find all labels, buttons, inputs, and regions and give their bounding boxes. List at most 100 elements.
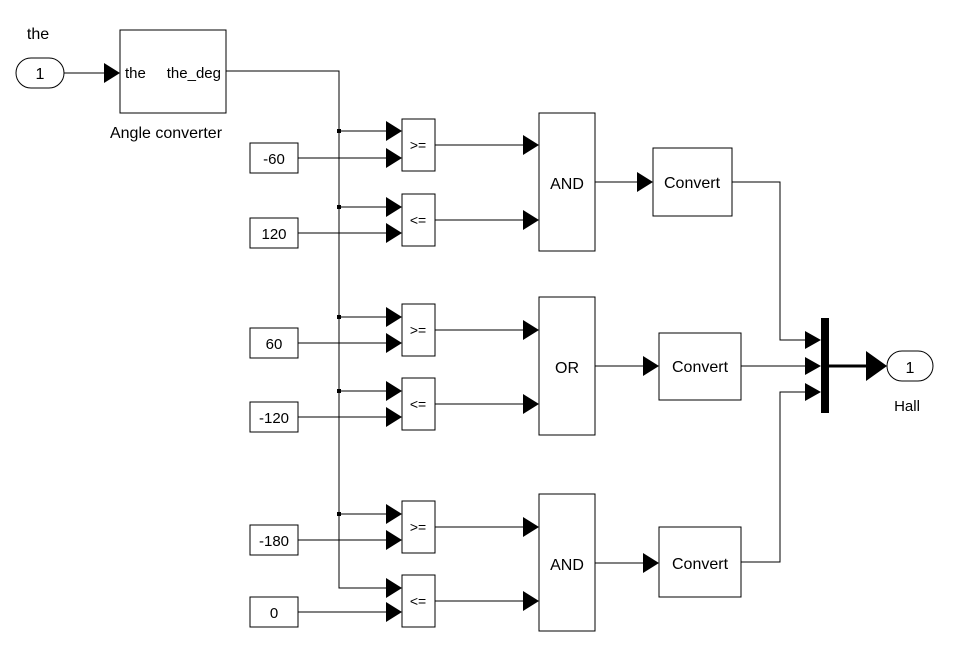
- arrow-head: [805, 357, 821, 375]
- arrow-head: [643, 356, 659, 376]
- outport-number: 1: [906, 360, 915, 377]
- constant-value: 120: [261, 226, 286, 243]
- branch-point: [337, 315, 341, 319]
- relational-op-6[interactable]: <=: [401, 574, 436, 628]
- convert3-to-mux-wire: [741, 391, 805, 563]
- convert1-to-mux-wire: [732, 181, 805, 341]
- arrow-head: [386, 602, 402, 622]
- constant-block-5[interactable]: -180: [249, 524, 299, 556]
- constant-box[interactable]: [249, 401, 299, 433]
- arrow-head: [805, 383, 821, 401]
- outport-name: Hall: [894, 398, 920, 415]
- relational-input-arrows: [386, 121, 402, 622]
- convert-block-3[interactable]: Convert: [658, 526, 742, 598]
- convert-label: Convert: [672, 556, 729, 573]
- angle-branch-wires: [339, 130, 386, 515]
- inport-name: the: [27, 26, 49, 43]
- relational-op-box[interactable]: [401, 303, 436, 357]
- constant-wires: [298, 157, 386, 613]
- constant-block-1[interactable]: -60: [249, 142, 299, 174]
- relational-op-1[interactable]: >=: [401, 118, 436, 172]
- constant-box[interactable]: [249, 524, 299, 556]
- arrow-outport-input: [866, 351, 887, 381]
- constant-box[interactable]: [249, 217, 299, 249]
- angle-converter-block[interactable]: the the_deg Angle converter: [110, 29, 227, 142]
- logic-input-arrows: [523, 135, 539, 611]
- logic-to-convert-wires: [595, 181, 643, 564]
- constant-value: -120: [259, 410, 289, 427]
- arrow-head: [386, 197, 402, 217]
- arrow-head: [386, 121, 402, 141]
- relational-op-symbol: >=: [410, 322, 426, 338]
- constant-block-6[interactable]: 0: [249, 596, 299, 628]
- relational-op-4[interactable]: <=: [401, 377, 436, 431]
- convert-input-arrows: [637, 172, 659, 573]
- convert-block-2[interactable]: Convert: [658, 332, 742, 401]
- outport-hall[interactable]: 1 Hall: [886, 350, 934, 415]
- branch-point: [337, 389, 341, 393]
- arrow-head: [523, 135, 539, 155]
- branch-point: [337, 512, 341, 516]
- constant-value: -60: [263, 151, 285, 168]
- constant-box[interactable]: [249, 596, 299, 628]
- logic-op-3[interactable]: AND: [538, 493, 596, 632]
- constant-block-3[interactable]: 60: [249, 327, 299, 359]
- arrow-head: [386, 223, 402, 243]
- constant-block-2[interactable]: 120: [249, 217, 299, 249]
- relational-op-5[interactable]: >=: [401, 500, 436, 554]
- arrow-head: [386, 407, 402, 427]
- mux-block[interactable]: [821, 318, 829, 413]
- logic-op-1[interactable]: AND: [538, 112, 596, 252]
- relational-op-box[interactable]: [401, 574, 436, 628]
- relational-op-3[interactable]: >=: [401, 303, 436, 357]
- convert-block-1[interactable]: Convert: [652, 147, 733, 217]
- logic-op-label: AND: [550, 557, 584, 574]
- relational-op-box[interactable]: [401, 118, 436, 172]
- arrow-head: [643, 553, 659, 573]
- relational-op-symbol: <=: [410, 212, 426, 228]
- convert-box[interactable]: [658, 332, 742, 401]
- relational-op-2[interactable]: <=: [401, 193, 436, 247]
- constant-value: 0: [270, 605, 278, 622]
- arrow-head: [523, 517, 539, 537]
- constant-box[interactable]: [249, 142, 299, 174]
- convert-box[interactable]: [658, 526, 742, 598]
- relational-op-symbol: <=: [410, 396, 426, 412]
- constant-block-4[interactable]: -120: [249, 401, 299, 433]
- arrow-head: [386, 530, 402, 550]
- arrow-head: [386, 578, 402, 598]
- logic-op-label: AND: [550, 176, 584, 193]
- arrow-head: [523, 394, 539, 414]
- relational-op-symbol: >=: [410, 519, 426, 535]
- arrow-head: [386, 381, 402, 401]
- angle-converter-label: Angle converter: [110, 125, 223, 142]
- relational-to-logic-wires: [435, 144, 523, 602]
- logic-op-label: OR: [555, 360, 579, 377]
- arrow-head: [523, 591, 539, 611]
- angle-converter-box[interactable]: [119, 29, 227, 114]
- branch-points: [337, 129, 341, 516]
- logic-op-box[interactable]: [538, 112, 596, 252]
- outport-block[interactable]: [886, 350, 934, 382]
- convert-label: Convert: [664, 175, 721, 192]
- constant-value: 60: [266, 336, 283, 353]
- angle-converter-out-port: the_deg: [167, 65, 221, 82]
- arrow-converter-input: [104, 63, 120, 83]
- mux-input-arrows: [805, 331, 821, 401]
- logic-op-box[interactable]: [538, 296, 596, 436]
- inport-the[interactable]: the 1: [15, 26, 65, 89]
- arrow-head: [386, 504, 402, 524]
- branch-point: [337, 205, 341, 209]
- logic-op-2[interactable]: OR: [538, 296, 596, 436]
- convert-label: Convert: [672, 359, 729, 376]
- logic-op-box[interactable]: [538, 493, 596, 632]
- convert-box[interactable]: [652, 147, 733, 217]
- arrow-head: [386, 148, 402, 168]
- angle-converter-in-port: the: [125, 65, 146, 82]
- arrow-head: [805, 331, 821, 349]
- arrow-head: [386, 307, 402, 327]
- relational-op-box[interactable]: [401, 500, 436, 554]
- inport-number: 1: [36, 66, 45, 83]
- angle-bus-wire: [226, 70, 386, 589]
